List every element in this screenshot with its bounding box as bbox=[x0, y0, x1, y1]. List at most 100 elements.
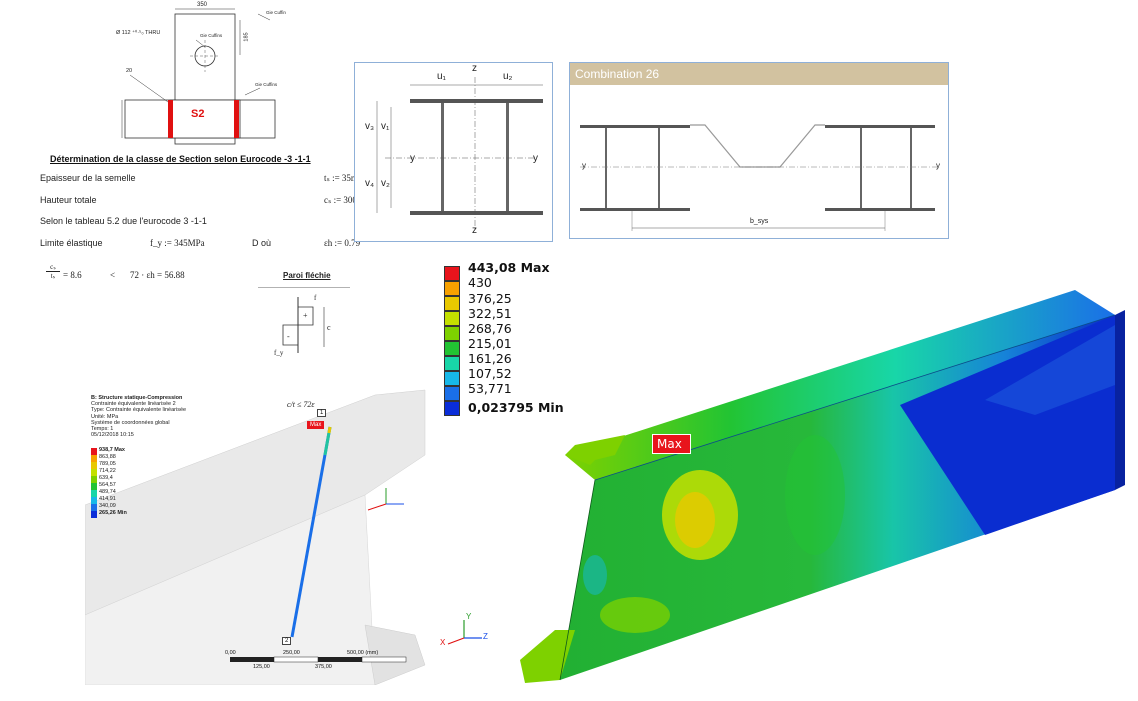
axis-x-label: X bbox=[440, 638, 446, 647]
plate-thickness-label: 20 bbox=[126, 68, 133, 74]
legend-swatch bbox=[444, 356, 460, 371]
fe-model-svg bbox=[520, 290, 1125, 683]
detail-drawing-svg bbox=[121, 8, 276, 145]
paroi-diagram-svg bbox=[258, 286, 350, 353]
scale-label: 0,00 bbox=[225, 650, 236, 656]
section-panel: u₁ u₂ z z y y v₃ v₁ v₄ v₂ bbox=[354, 62, 553, 242]
small-legend-min: 265,26 Min bbox=[99, 510, 127, 516]
legend-max: 443,08 Max bbox=[468, 260, 550, 275]
yield-label: Limite élastique bbox=[40, 238, 103, 248]
legend-swatch bbox=[444, 296, 460, 311]
u1-label: u₁ bbox=[437, 71, 446, 82]
scale-label: 125,00 bbox=[253, 664, 270, 670]
small-legend-swatch bbox=[91, 483, 97, 490]
ratio-value: = 8.6 bbox=[63, 270, 82, 280]
legend-swatch bbox=[444, 326, 460, 341]
legend-swatch bbox=[444, 266, 460, 281]
paroi-title: Paroi fléchie bbox=[283, 271, 331, 280]
small-legend-max: 938,7 Max bbox=[99, 447, 125, 453]
legend-min: 0,023795 Min bbox=[468, 400, 564, 415]
section-s2-label: S2 bbox=[191, 108, 205, 120]
legend-swatch bbox=[444, 386, 460, 401]
small-legend-value: 489,74 bbox=[99, 489, 116, 495]
ratio-fraction: cₛ tₛ bbox=[46, 263, 60, 280]
small-legend: 938,7 Max 863,88 789,05 714,22 639,4 564… bbox=[91, 447, 161, 518]
calc-row-label-2: Hauteur totale bbox=[40, 195, 97, 205]
small-fe-svg bbox=[84, 389, 426, 686]
small-fe-panel: B: Structure statique-Compression Contra… bbox=[84, 385, 445, 686]
calc-row-label-1: Epaisseur de la semelle bbox=[40, 173, 136, 183]
legend-swatch bbox=[444, 401, 460, 416]
scale-label: 500,00 (mm) bbox=[347, 650, 379, 656]
legend-value: 322,51 bbox=[468, 306, 512, 321]
axis-z-label: Z bbox=[483, 632, 488, 641]
info-line: Unité: MPa bbox=[91, 413, 119, 420]
bsys-label: b_sys bbox=[750, 218, 769, 225]
legend-swatch bbox=[444, 341, 460, 356]
paroi-minus: - bbox=[287, 332, 290, 341]
dim-top-label: 350 bbox=[197, 2, 208, 8]
legend-swatch bbox=[444, 371, 460, 386]
combo-y-left: y bbox=[582, 161, 586, 170]
paroi-c: c bbox=[327, 323, 331, 332]
paroi-diagram: c + - f f_y bbox=[258, 286, 350, 361]
weld-label-top: Gie Cuffin bbox=[266, 10, 286, 15]
donc-label: D où bbox=[252, 238, 272, 248]
info-line: 05/12/2018 10:15 bbox=[91, 432, 134, 439]
limit-value: 72 · εh = 56.88 bbox=[130, 270, 185, 280]
small-legend-value: 714,22 bbox=[99, 468, 116, 474]
small-legend-value: 789,05 bbox=[99, 461, 116, 467]
legend-value: 107,52 bbox=[468, 366, 512, 381]
combo-y-right: y bbox=[936, 161, 940, 170]
fe-max-tag: Max bbox=[652, 434, 691, 454]
less-than: < bbox=[110, 270, 116, 280]
small-legend-swatch bbox=[91, 490, 97, 497]
section-svg bbox=[376, 77, 543, 231]
calc-row-value-2: cₛ := 300mm bbox=[324, 195, 371, 205]
small-info-block: B: Structure statique-Compression Contra… bbox=[91, 395, 186, 438]
small-legend-value: 340,09 bbox=[99, 503, 116, 509]
small-legend-swatch bbox=[91, 455, 97, 462]
legend-value: 268,76 bbox=[468, 321, 512, 336]
axis-y-label: Y bbox=[466, 612, 472, 621]
legend-value: 161,26 bbox=[468, 351, 512, 366]
combination-panel: Combination 26 y y b_sys bbox=[569, 62, 949, 239]
legend-value: 215,01 bbox=[468, 336, 512, 351]
small-legend-value: 863,88 bbox=[99, 454, 116, 460]
info-line: Système de coordonnées global bbox=[91, 419, 170, 426]
z-top-label: z bbox=[472, 63, 477, 74]
small-legend-value: 639,4 bbox=[99, 475, 113, 481]
dim-side-label: 185 bbox=[243, 32, 250, 42]
v3-label: v₃ bbox=[365, 121, 375, 132]
detail-drawing: 350 Ø 112 ⁺⁰·⁵₀ THRU 185 Gie Cuffin Gie … bbox=[110, 0, 290, 150]
epsilon-value: εh := 0.79 bbox=[324, 238, 361, 248]
calc-row-label-3: Selon le tableau 5.2 due l'eurocode 3 -1… bbox=[40, 216, 207, 226]
ratio-denominator: tₛ bbox=[50, 272, 56, 280]
axis-triad-main: Y Z X bbox=[438, 612, 494, 652]
small-legend-swatch bbox=[91, 504, 97, 511]
legend-swatch bbox=[444, 311, 460, 326]
legend-swatch bbox=[444, 281, 460, 296]
paroi-criterion: c/t ≤ 72ε bbox=[287, 400, 315, 409]
small-legend-swatch bbox=[91, 469, 97, 476]
v1-label: v₁ bbox=[381, 121, 390, 132]
classification-title: Détermination de la classe de Section se… bbox=[50, 154, 311, 164]
fe-model: Max bbox=[515, 285, 1138, 696]
info-line: Contrainte équivalente linéarisée 2 bbox=[91, 401, 176, 408]
legend-value: 53,771 bbox=[468, 381, 512, 396]
info-line-title: B: Structure statique-Compression bbox=[91, 395, 183, 401]
axis-triad-main-svg bbox=[447, 620, 482, 645]
combination-header: Combination 26 bbox=[570, 63, 948, 85]
weld-label-hole: Gie Cuffins bbox=[200, 33, 223, 38]
small-legend-swatch bbox=[91, 462, 97, 469]
stress-legend: 443,08 Max 430 376,25 322,51 268,76 215,… bbox=[444, 260, 574, 420]
small-legend-swatch bbox=[91, 476, 97, 483]
small-legend-swatch bbox=[91, 448, 97, 455]
paroi-f: f bbox=[314, 294, 317, 302]
paroi-plus: + bbox=[303, 311, 308, 320]
small-legend-swatch bbox=[91, 511, 97, 518]
u2-label: u₂ bbox=[503, 71, 513, 82]
ratio-numerator: cₛ bbox=[50, 263, 56, 271]
small-max-tag: Max bbox=[307, 421, 325, 429]
info-line: Temps: 1 bbox=[91, 426, 114, 433]
